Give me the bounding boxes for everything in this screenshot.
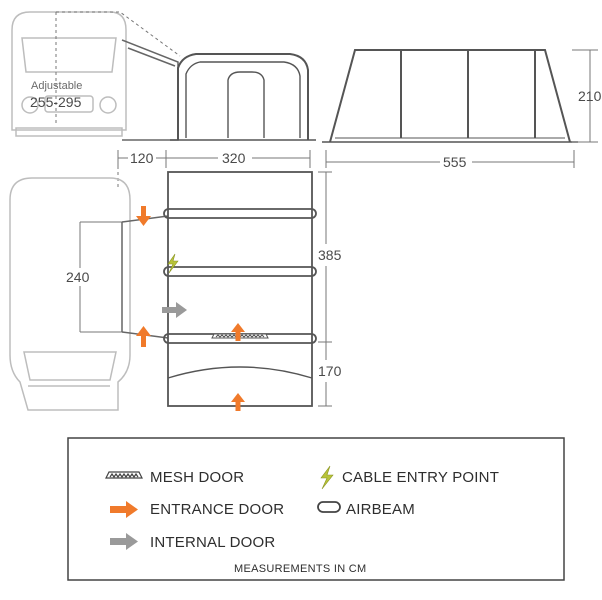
internal-door-arrow-plan [162, 302, 187, 318]
connection-label-bg [66, 268, 96, 286]
van-roof-connection-dashed [55, 11, 181, 125]
cable-entry-icon-plan [167, 253, 179, 274]
plan-depth-dimension-lines [318, 171, 332, 407]
connection-dimension: 240 [66, 269, 90, 285]
airbeam-icon [317, 501, 341, 513]
canopy-depth-dimension: 170 [318, 363, 342, 379]
airbeam-plan-2 [163, 266, 317, 277]
legend-box [67, 437, 565, 581]
entrance-door-arrow-top [136, 206, 151, 226]
tunnel-side [121, 39, 179, 141]
main-depth-dimension: 385 [318, 247, 342, 263]
legend-internal-door: INTERNAL DOOR [150, 534, 275, 551]
adjustable-range: 255-295 [30, 94, 82, 110]
airbeam-plan-1 [163, 208, 317, 219]
van-top-view [9, 177, 131, 411]
units-note: MEASUREMENTS IN CM [234, 563, 367, 575]
height-dimension: 210 [578, 88, 602, 104]
length-dimension-line [325, 150, 575, 168]
entrance-door-arrow-front [231, 393, 245, 411]
legend-airbeam: AIRBEAM [346, 501, 415, 518]
adjustable-label: Adjustable [31, 80, 82, 92]
height-dimension-line [572, 49, 598, 143]
entrance-door-icon [110, 501, 138, 518]
legend-mesh-door: MESH DOOR [150, 469, 244, 486]
entrance-door-arrow-mesh [231, 323, 245, 341]
tunnel-plan [121, 215, 169, 339]
width-dimension-lines [117, 150, 311, 190]
porch-offset-dimension: 120 [130, 150, 154, 166]
awning-plan [167, 171, 313, 407]
van-front-view [11, 11, 127, 137]
mesh-door-icon [105, 471, 143, 479]
length-dimension: 555 [443, 154, 467, 170]
awning-side-view [322, 49, 578, 143]
legend-cable-entry: CABLE ENTRY POINT [342, 469, 499, 486]
awning-front-view [170, 53, 316, 141]
legend-entrance-door: ENTRANCE DOOR [150, 501, 284, 518]
internal-door-icon [110, 533, 138, 550]
cable-entry-icon [320, 465, 334, 490]
front-width-dimension: 320 [222, 150, 246, 166]
entrance-door-arrow-bottom [136, 326, 151, 347]
